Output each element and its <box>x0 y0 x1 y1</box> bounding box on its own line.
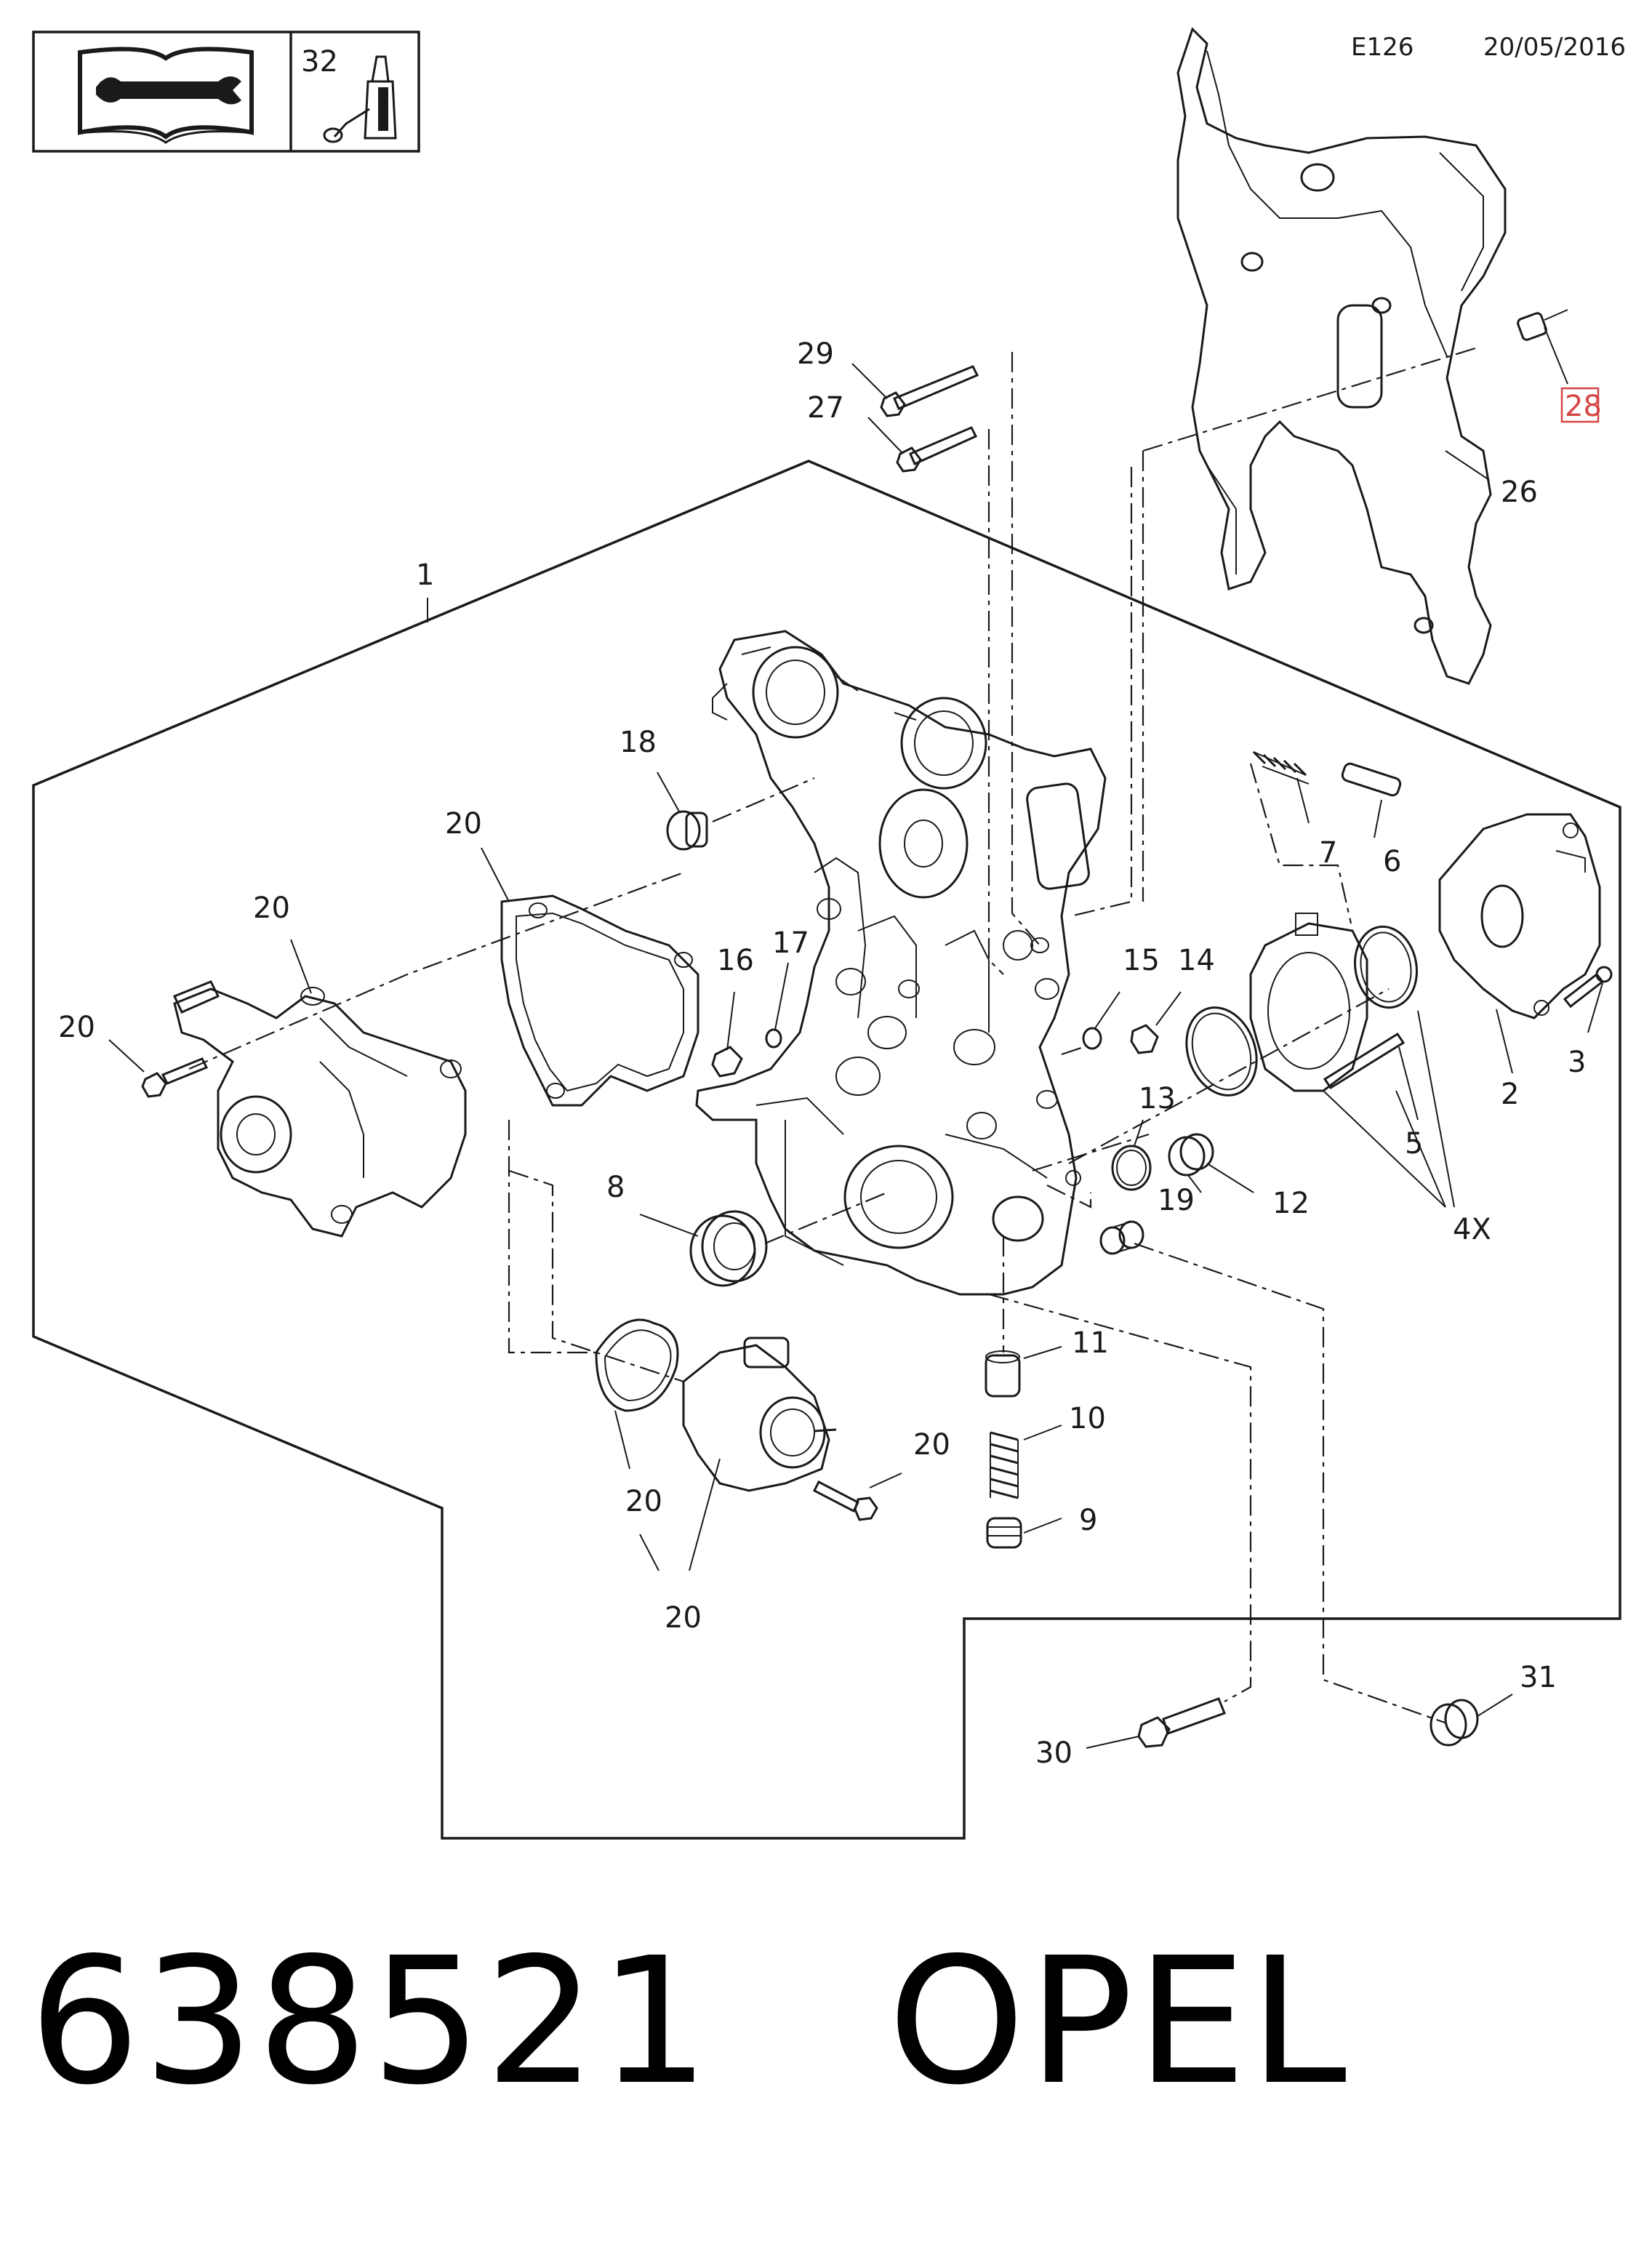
water-pump-housing <box>172 980 467 1238</box>
callout-labels: 1 2 3 4X 5 6 7 8 9 10 11 12 13 14 15 16 … <box>58 337 1602 1770</box>
callout-16: 16 <box>717 944 754 977</box>
bolt-16 <box>711 1046 743 1078</box>
screw-5 <box>1323 1032 1406 1090</box>
assembly-dash-lines <box>188 346 1478 1725</box>
callout-10: 10 <box>1069 1402 1106 1435</box>
nut-14 <box>1130 1024 1159 1054</box>
bolt-20-left <box>141 1057 209 1098</box>
pin-6 <box>1341 762 1402 797</box>
callout-31: 31 <box>1520 1661 1557 1694</box>
callout-26: 26 <box>1501 476 1538 509</box>
callout-11: 11 <box>1072 1326 1109 1360</box>
bolt-29 <box>880 365 979 417</box>
callout-8: 8 <box>606 1171 625 1204</box>
footer-spacer <box>713 1920 888 2123</box>
water-pump-gasket <box>500 894 699 1107</box>
footer-part-number-brand: 638521 OPEL <box>29 1934 1350 2109</box>
callout-7: 7 <box>1319 836 1337 870</box>
sealant-tube-icon <box>323 55 397 143</box>
callout-14: 14 <box>1178 944 1215 977</box>
legend-count: 32 <box>301 45 338 79</box>
callout-20-d: 20 <box>913 1428 950 1462</box>
callout-15: 15 <box>1123 944 1160 977</box>
plug-9 <box>986 1517 1022 1549</box>
spring-7 <box>1252 750 1310 785</box>
callout-9: 9 <box>1079 1504 1097 1537</box>
plug-12 <box>1168 1133 1214 1177</box>
bolt-20-thermostat <box>812 1480 878 1521</box>
diagram-code: E126 <box>1351 33 1414 62</box>
footer-brand: OPEL <box>888 1920 1350 2123</box>
callout-27: 27 <box>807 391 844 425</box>
callout-20-e: 20 <box>625 1485 662 1518</box>
callout-20-f: 20 <box>665 1601 702 1635</box>
callout-20-b: 20 <box>253 891 290 925</box>
callout-5: 5 <box>1405 1127 1423 1161</box>
callout-13: 13 <box>1139 1082 1176 1115</box>
plug-18 <box>666 810 708 851</box>
callout-1: 1 <box>416 558 434 592</box>
repair-manual-wrench-icon <box>78 47 254 144</box>
callout-30: 30 <box>1035 1736 1072 1770</box>
oil-seal-8 <box>689 1210 768 1287</box>
diagram-date: 20/05/2016 <box>1483 33 1626 62</box>
oil-pump-cover-2 <box>1438 813 1601 1019</box>
oil-pump-o-ring <box>1185 1006 1258 1097</box>
sleeve-right <box>1099 1220 1144 1255</box>
washer-15 <box>1082 1027 1102 1050</box>
leader-lines <box>108 326 1603 1749</box>
thermostat-housing <box>682 1337 837 1492</box>
callout-28: 28 <box>1565 390 1602 423</box>
legend-box: 32 <box>32 31 420 153</box>
thermostat-seal-ring <box>595 1318 679 1412</box>
highlight-box-28 <box>1560 387 1600 423</box>
footer-part-number: 638521 <box>29 1920 713 2123</box>
callout-19: 19 <box>1158 1184 1195 1217</box>
timing-cover-gasket-26 <box>1176 27 1507 685</box>
o-ring-13 <box>1111 1145 1152 1191</box>
spring-10 <box>990 1431 1019 1499</box>
bolt-30 <box>1137 1697 1226 1748</box>
callout-20-a: 20 <box>445 807 482 841</box>
callout-6: 6 <box>1383 845 1401 878</box>
callout-12: 12 <box>1272 1187 1310 1220</box>
dowel-pin-28 <box>1517 309 1568 341</box>
callout-17: 17 <box>772 926 809 960</box>
rotor-o-ring <box>1354 925 1418 1009</box>
callout-4x: 4X <box>1453 1213 1491 1246</box>
callout-20-c: 20 <box>58 1011 95 1044</box>
timing-case-cover <box>695 630 1107 1296</box>
callout-18: 18 <box>620 726 657 759</box>
assembly-boundary-1 <box>32 460 1621 1840</box>
callout-3: 3 <box>1568 1046 1586 1079</box>
callout-29: 29 <box>797 337 834 371</box>
washer-17 <box>765 1028 782 1049</box>
callout-2: 2 <box>1501 1078 1519 1111</box>
screw-3 <box>1563 966 1613 1009</box>
bolt-27 <box>896 426 978 473</box>
plug-31 <box>1430 1699 1479 1747</box>
piston-11 <box>985 1350 1021 1398</box>
